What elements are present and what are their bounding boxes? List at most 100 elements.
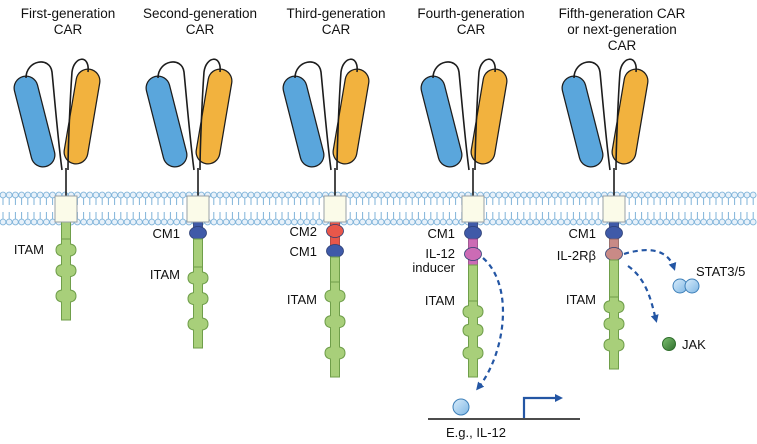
lipid-head xyxy=(117,191,125,199)
lipid-head xyxy=(681,218,689,226)
title-third-generation: Third-generation CAR xyxy=(256,6,416,38)
lipid-head xyxy=(539,191,546,199)
lipid-head xyxy=(508,191,515,199)
title-fifth-generation: Fifth-generation CAR or next-generation … xyxy=(542,6,702,54)
lipid-head xyxy=(427,218,435,226)
lipid-head xyxy=(30,218,38,226)
lipid-head xyxy=(216,191,224,199)
scfv-heavy-chain xyxy=(562,76,603,167)
lipid-head xyxy=(92,218,100,226)
lipid-head xyxy=(284,191,292,199)
lipid-head xyxy=(98,191,106,199)
lipid-head xyxy=(390,191,397,199)
lipid-head xyxy=(396,218,404,226)
lipid-head xyxy=(0,191,7,199)
linker xyxy=(294,61,332,171)
lipid-head xyxy=(644,191,652,199)
lipid-head xyxy=(514,191,521,199)
lipid-head xyxy=(123,218,131,226)
cm1-domain xyxy=(189,226,207,240)
lipid-head xyxy=(514,218,521,226)
lipid-head xyxy=(421,218,428,226)
lipid-head xyxy=(638,218,645,226)
scfv-heavy-chain xyxy=(283,76,324,167)
lipid-head xyxy=(700,218,707,226)
itam-domain xyxy=(603,295,625,370)
lipid-head xyxy=(749,191,757,199)
lipid-head xyxy=(632,218,639,226)
lipid-head xyxy=(105,191,112,199)
lipid-head xyxy=(439,218,447,226)
lipid-head xyxy=(700,191,707,199)
lipid-head xyxy=(737,191,745,199)
title-line: Third-generation xyxy=(286,6,386,21)
lipid-head xyxy=(98,218,106,226)
lipid-head xyxy=(644,218,652,226)
lipid-head xyxy=(489,191,497,199)
lipid-head xyxy=(625,218,633,226)
cell-membrane xyxy=(0,191,757,226)
lipid-head xyxy=(359,191,366,199)
scfv-light-chain xyxy=(612,69,648,164)
lipid-head xyxy=(594,218,602,226)
lipid-head xyxy=(117,218,125,226)
title-second-generation: Second-generation CAR xyxy=(120,6,280,38)
scfv-light-chain xyxy=(196,69,232,164)
transcription-start-arrow xyxy=(522,394,563,418)
lipid-head xyxy=(557,218,565,226)
lipid-head xyxy=(148,218,156,226)
lipid-head xyxy=(439,191,447,199)
lipid-head xyxy=(36,191,44,199)
lipid-head xyxy=(123,191,131,199)
lipid-head xyxy=(136,191,143,199)
domain-label: CM1 xyxy=(153,226,180,241)
title-line: Second-generation xyxy=(142,6,258,21)
linker xyxy=(25,61,63,171)
domain-label: ITAM xyxy=(425,293,455,308)
lipid-head xyxy=(532,191,540,199)
hinge xyxy=(336,58,358,171)
lipid-head xyxy=(266,218,273,226)
lipid-head xyxy=(669,218,676,226)
lipid-head xyxy=(663,191,670,199)
lipid-head xyxy=(663,218,670,226)
title-line: CAR xyxy=(53,22,83,37)
title-line: First-generation xyxy=(20,6,116,21)
lipid-head xyxy=(625,191,633,199)
lipid-head xyxy=(229,218,236,226)
lipid-head xyxy=(253,218,261,226)
domain-label: CM2 xyxy=(290,224,317,239)
lipid-head xyxy=(749,218,757,226)
lipid-head xyxy=(731,218,738,226)
stat-label: STAT3/5 xyxy=(696,264,745,279)
lipid-head xyxy=(105,218,112,226)
lipid-head xyxy=(520,218,528,226)
lipid-head xyxy=(452,218,459,226)
cm2-domain xyxy=(326,224,344,238)
stat-molecule xyxy=(684,278,700,294)
lipid-head xyxy=(111,191,118,199)
lipid-head xyxy=(656,218,664,226)
lipid-head xyxy=(235,218,242,226)
lipid-head xyxy=(669,191,676,199)
jak-molecule xyxy=(662,337,676,351)
lipid-head xyxy=(253,191,261,199)
lipid-head xyxy=(353,218,360,226)
lipid-head xyxy=(563,218,571,226)
lipid-head xyxy=(86,218,94,226)
scfv-heavy-chain xyxy=(14,76,55,167)
lipid-head xyxy=(173,191,180,199)
cm1-domain xyxy=(464,226,482,240)
lipid-head xyxy=(650,191,658,199)
lipid-head xyxy=(384,218,391,226)
lipid-head xyxy=(582,218,590,226)
lipid-head xyxy=(737,218,745,226)
lipid-head xyxy=(694,191,701,199)
title-first-generation: First-generation CAR xyxy=(0,6,148,38)
itam-link xyxy=(330,256,340,283)
lipid-head xyxy=(315,218,323,226)
transmembrane-domain xyxy=(186,195,210,223)
